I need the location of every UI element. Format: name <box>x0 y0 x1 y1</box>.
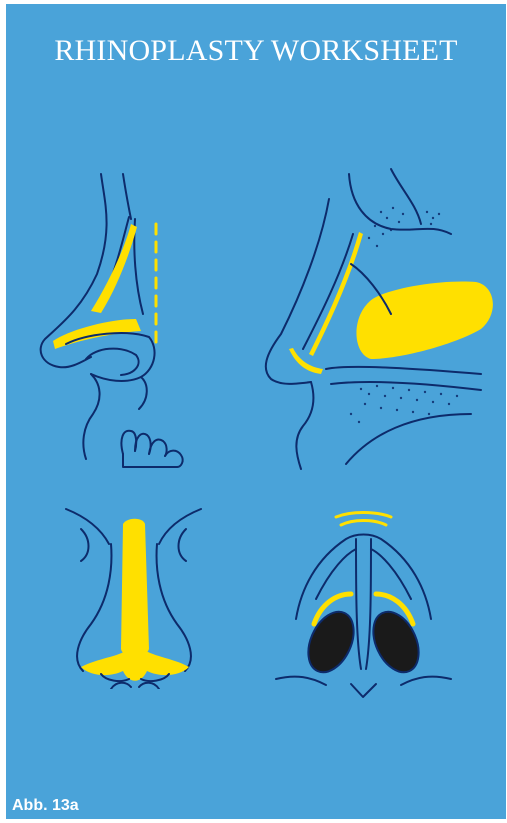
figure-lateral-cross-section <box>241 164 496 474</box>
figure-lateral-profile <box>31 169 231 469</box>
figure-frontal <box>51 499 221 689</box>
worksheet-panel: RHINOPLASTY WORKSHEET <box>6 4 506 819</box>
page-title: RHINOPLASTY WORKSHEET <box>6 34 506 68</box>
figure-basal <box>256 499 476 699</box>
figure-label: Abb. 13a <box>12 797 79 815</box>
